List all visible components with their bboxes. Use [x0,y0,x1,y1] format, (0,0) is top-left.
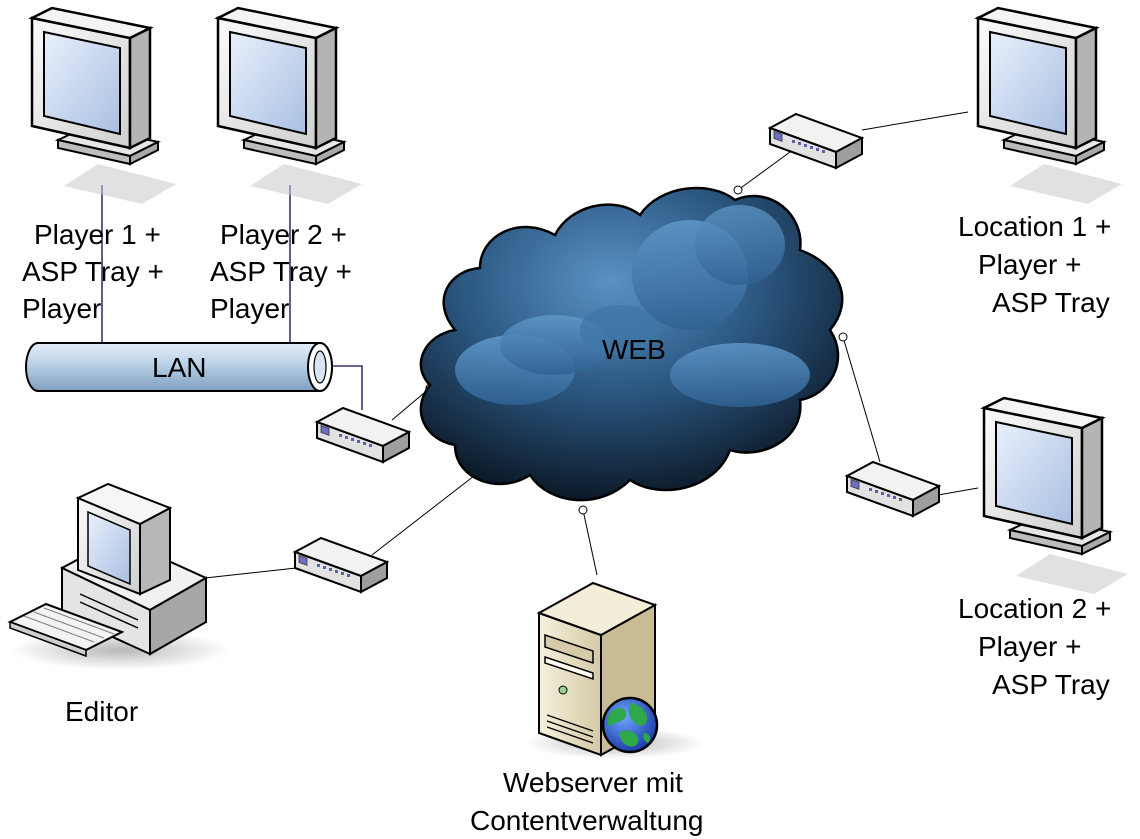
workstation-icon [7,482,230,670]
modem-icon [846,461,940,517]
cloud-icon [419,186,844,502]
player1-line-3: Player [22,293,101,324]
player1-label: Player 1 + ASP Tray + Player [22,219,164,324]
player1-line-2: ASP Tray + [22,256,164,287]
player2-label: Player 2 + ASP Tray + Player [210,219,352,324]
location2-line-2: Player + [978,631,1082,662]
location2-line-3: ASP Tray [992,669,1110,700]
location2-label: Location 2 + Player + ASP Tray [958,593,1111,700]
location2-line-1: Location 2 + [958,593,1111,624]
web-label: WEB [602,334,666,365]
player2-line-3: Player [210,293,289,324]
webserver-line-2: Contentverwaltung [470,805,703,836]
modem-icon [294,537,388,593]
location1-line-3: ASP Tray [992,287,1110,318]
webserver-line-1: Webserver mit [503,767,683,798]
player2-line-1: Player 2 + [220,219,347,250]
monitor-icon [982,396,1130,596]
editor-label: Editor [65,696,138,727]
player2-line-2: ASP Tray + [210,256,352,287]
monitor-icon [976,6,1124,206]
location1-line-1: Location 1 + [958,211,1111,242]
monitor-icon [30,6,178,206]
modem-icon [769,113,863,169]
lan-label: LAN [152,352,206,383]
lan-pipe [25,342,333,392]
player1-line-1: Player 1 + [34,219,161,250]
location1-line-2: Player + [978,249,1082,280]
location1-label: Location 1 + Player + ASP Tray [958,211,1111,318]
globe-icon [601,696,659,754]
webserver-label: Webserver mit Contentverwaltung [470,767,703,836]
modem-icon [316,407,410,463]
monitor-icon [216,6,364,206]
